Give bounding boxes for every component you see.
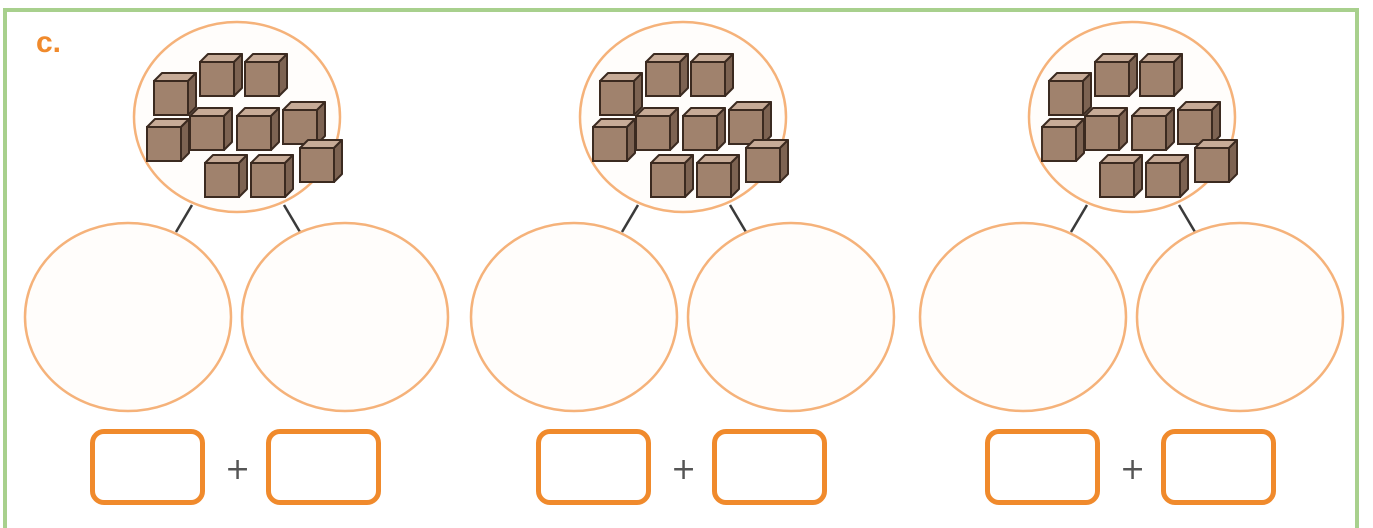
cube-icon: [593, 119, 635, 161]
cube-icon: [245, 54, 287, 96]
cube-icon: [190, 108, 232, 150]
connector-line-left: [176, 205, 192, 232]
cube-icon: [205, 155, 247, 197]
cube-icon: [1100, 155, 1142, 197]
answer-box-right[interactable]: [266, 429, 381, 505]
cube-icon: [651, 155, 693, 197]
connector-line-right: [1179, 205, 1195, 232]
cube-icon: [300, 140, 342, 182]
part-circle-right: [1137, 223, 1343, 411]
cube-icon: [154, 73, 196, 115]
cube-icon: [683, 108, 725, 150]
connector-line-left: [622, 205, 638, 232]
cube-icon: [691, 54, 733, 96]
cube-icon: [1140, 54, 1182, 96]
cube-icon: [251, 155, 293, 197]
cube-icon: [746, 140, 788, 182]
cube-icon: [200, 54, 242, 96]
cube-icon: [237, 108, 279, 150]
part-circle-left: [471, 223, 677, 411]
part-circle-right: [688, 223, 894, 411]
part-circle-right: [242, 223, 448, 411]
answer-box-left[interactable]: [536, 429, 651, 505]
cube-icon: [1085, 108, 1127, 150]
connector-line-right: [284, 205, 300, 232]
cube-icon: [1042, 119, 1084, 161]
cube-icon: [600, 73, 642, 115]
cube-icon: [1195, 140, 1237, 182]
cube-icon: [729, 102, 771, 144]
cube-icon: [1146, 155, 1188, 197]
number-bond-1: [25, 22, 448, 411]
answer-box-right[interactable]: [1161, 429, 1276, 505]
cube-icon: [1049, 73, 1091, 115]
part-circle-left: [920, 223, 1126, 411]
plus-sign: +: [1120, 455, 1145, 485]
answer-box-right[interactable]: [712, 429, 827, 505]
answer-box-left[interactable]: [90, 429, 205, 505]
connector-line-right: [730, 205, 746, 232]
answer-box-left[interactable]: [985, 429, 1100, 505]
connector-line-left: [1071, 205, 1087, 232]
plus-sign: +: [671, 455, 696, 485]
cube-icon: [697, 155, 739, 197]
cube-icon: [646, 54, 688, 96]
cube-icon: [283, 102, 325, 144]
cube-icon: [636, 108, 678, 150]
number-bond-2: [471, 22, 894, 411]
cube-icon: [1178, 102, 1220, 144]
cube-icon: [1095, 54, 1137, 96]
plus-sign: +: [225, 455, 250, 485]
cube-icon: [147, 119, 189, 161]
number-bond-3: [920, 22, 1343, 411]
part-circle-left: [25, 223, 231, 411]
cube-icon: [1132, 108, 1174, 150]
